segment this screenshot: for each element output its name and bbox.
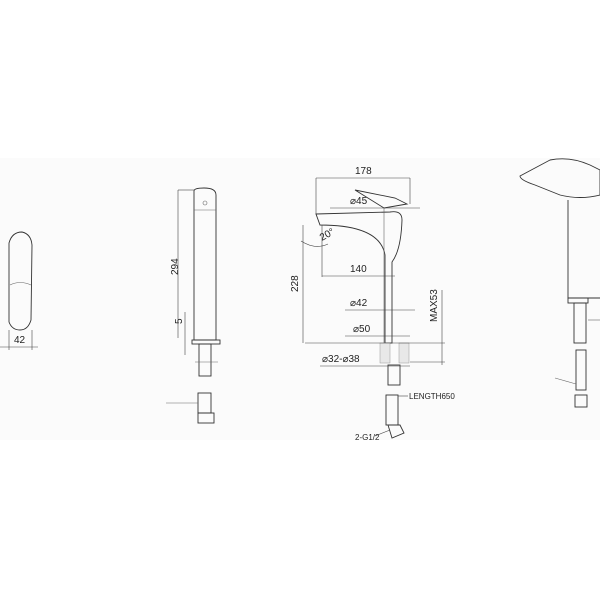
dim-hole-diameter: ⌀32-⌀38 bbox=[322, 354, 360, 365]
dim-body-diameter: ⌀42 bbox=[350, 298, 368, 309]
dim-base-thickness: 5 bbox=[174, 318, 185, 324]
dim-connection-thread: 2-G1/2 bbox=[355, 433, 380, 442]
dim-handle-diameter: ⌀45 bbox=[350, 196, 368, 207]
dim-handle-width: 42 bbox=[14, 335, 26, 346]
faucet-front-view: 178 ⌀45 20° 228 140 ⌀42 ⌀50 MAX53 ⌀32-⌀3… bbox=[290, 166, 455, 442]
dim-base-diameter: ⌀50 bbox=[353, 324, 371, 335]
dim-hose-length: LENGTH650 bbox=[409, 392, 455, 401]
handle-top-view: 42 bbox=[0, 231, 38, 350]
dim-spout-height: 228 bbox=[290, 275, 301, 292]
dim-spout-projection: 140 bbox=[350, 264, 367, 275]
dim-spout-reach: 178 bbox=[355, 166, 372, 177]
faucet-partial-view bbox=[519, 158, 600, 408]
dim-spout-angle: 20° bbox=[318, 227, 337, 244]
dim-total-height: 294 bbox=[170, 258, 181, 275]
drawing-background bbox=[0, 158, 600, 440]
dim-max-deck-thickness: MAX53 bbox=[429, 289, 440, 322]
faucet-side-view: 294 5 bbox=[166, 187, 221, 424]
